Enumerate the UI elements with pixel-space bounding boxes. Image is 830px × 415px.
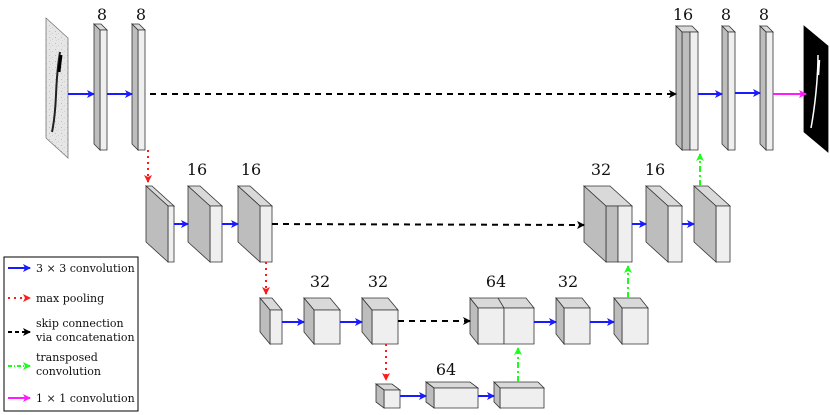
legend-transposed-label-1: transposed <box>36 351 98 364</box>
legend: 3 × 3 convolution max pooling skip conne… <box>3 256 139 412</box>
legend-transposed-label-2: convolution <box>36 365 101 378</box>
skip-connection-arrows <box>150 90 677 325</box>
label-enc1-b: 8 <box>136 5 146 24</box>
enc2-block-a <box>186 185 224 263</box>
legend-conv3x3-label: 3 × 3 convolution <box>36 262 135 275</box>
label-dec1-concat: 16 <box>673 5 693 24</box>
enc2-pooled-block <box>144 185 176 263</box>
enc3-block-a <box>303 296 341 346</box>
legend-maxpool-label: max pooling <box>36 292 104 305</box>
dec2-block-a <box>644 185 684 263</box>
conv3x3-arrows <box>68 89 761 400</box>
legend-skip-label-1: skip connection <box>36 317 124 330</box>
bottleneck-block-b <box>493 381 545 409</box>
label-enc3-a: 32 <box>310 272 330 291</box>
legend-skip-label-2: via concatenation <box>35 331 135 344</box>
legend-conv1x1-label: 1 × 1 convolution <box>36 392 135 405</box>
dec1-concat-block <box>675 25 699 151</box>
label-enc2-a: 16 <box>187 160 207 179</box>
bottleneck-pooled-block <box>374 383 402 409</box>
label-enc3-b: 32 <box>368 272 388 291</box>
dec3-block-a <box>555 296 591 346</box>
label-dec2-concat: 32 <box>591 160 611 179</box>
label-enc1-a: 8 <box>97 5 107 24</box>
enc3-block-b <box>361 296 399 346</box>
label-enc2-b: 16 <box>241 160 261 179</box>
label-dec3-out: 32 <box>558 272 578 291</box>
output-mask-icon <box>803 25 829 153</box>
label-bottleneck: 64 <box>436 360 456 379</box>
enc2-block-b <box>236 185 274 263</box>
input-image-icon <box>45 17 69 159</box>
dec3-block-b <box>613 296 649 346</box>
bottleneck-block-a <box>424 381 480 409</box>
label-dec2-out: 16 <box>645 160 665 179</box>
dec2-concat-block <box>582 185 634 263</box>
enc3-pooled-block <box>259 296 283 346</box>
channel-labels: 8 8 16 8 8 16 16 32 16 32 32 64 32 64 <box>97 5 769 379</box>
transposed-conv-arrows <box>514 153 704 382</box>
dec2-block-b <box>692 185 732 263</box>
dec3-concat-block <box>469 296 535 346</box>
enc1-block-b <box>131 23 146 151</box>
label-dec1-b: 8 <box>759 5 769 24</box>
dec1-block-a <box>721 25 736 151</box>
maxpool-arrows <box>144 150 390 381</box>
enc1-block-a <box>93 23 108 151</box>
dec1-block-b <box>759 25 774 151</box>
label-dec1-a: 8 <box>721 5 731 24</box>
label-dec3-concat: 64 <box>486 272 506 291</box>
